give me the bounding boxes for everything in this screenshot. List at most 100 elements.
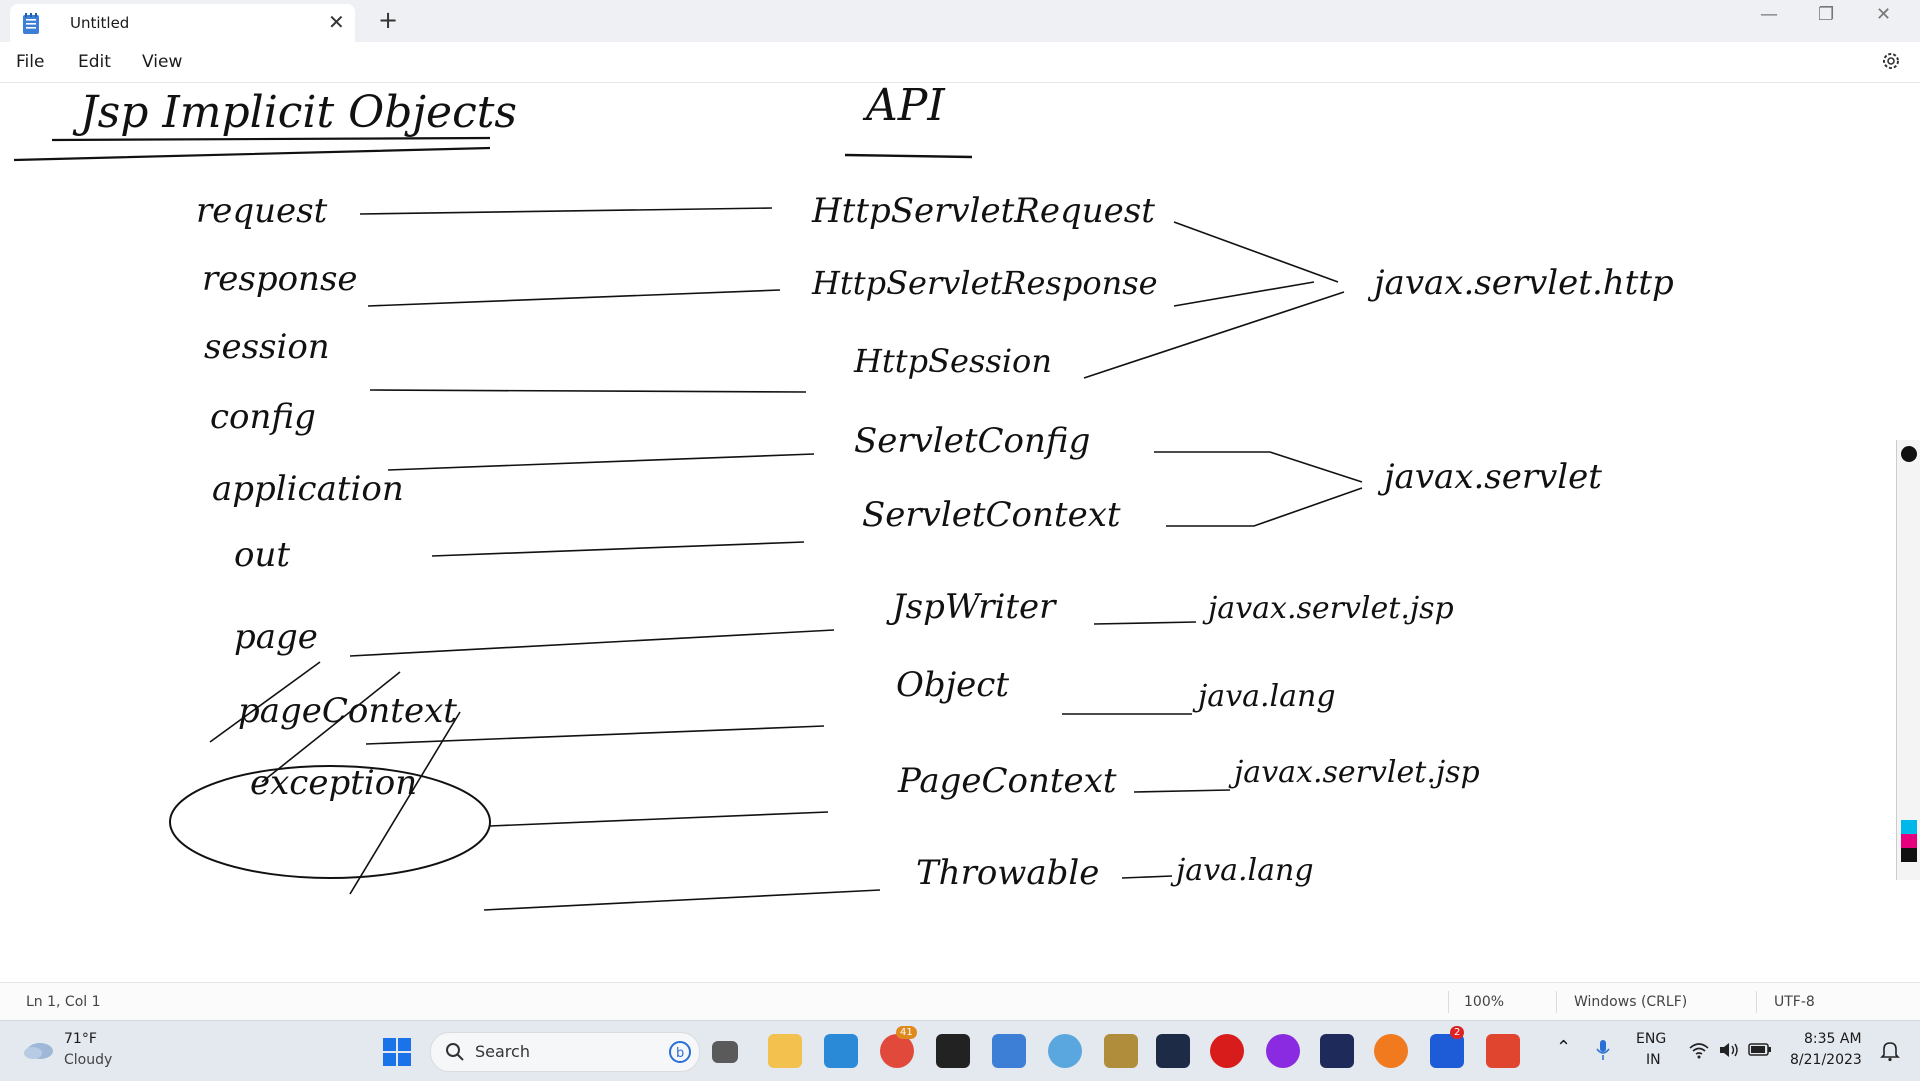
status-separator [1756,991,1757,1013]
close-window-button[interactable]: ✕ [1876,4,1892,25]
title-bar: Untitled ✕ + — ❐ ✕ [0,0,1920,42]
minimize-button[interactable]: — [1760,4,1778,25]
status-bar: Ln 1, Col 1 100% Windows (CRLF) UTF-8 [0,982,1920,1021]
color-black-icon[interactable] [1901,848,1917,862]
line-application [431,541,805,557]
clock-date[interactable]: 8/21/2023 [1790,1052,1862,1068]
settings-icon[interactable] [1880,50,1902,72]
language-top[interactable]: ENG [1636,1031,1667,1047]
notepad-taskbar-icon[interactable] [992,1034,1026,1068]
color-cyan-icon[interactable] [1901,820,1917,834]
taskbar: 71°F Cloudy Search b 41 2 ⌃ ENG IN [0,1020,1920,1081]
line-pagecontext-package [1133,789,1231,793]
notification-icon[interactable] [1880,1040,1900,1062]
drawing-canvas[interactable]: Jsp Implicit Objects API request respons… [0,82,1920,982]
tab-title: Untitled [70,14,130,32]
mail-icon[interactable]: 2 [1430,1026,1465,1068]
api-jspwriter: JspWriter [886,587,1057,627]
object-page: page [234,617,318,657]
paint-icon[interactable] [1048,1034,1082,1068]
line-response [367,289,781,307]
cursor-position: Ln 1, Col 1 [26,994,101,1010]
tool-icon[interactable] [1104,1034,1138,1068]
search-placeholder: Search [475,1042,530,1061]
object-response: response [202,259,358,299]
zoom-level: 100% [1464,994,1505,1010]
color-magenta-icon[interactable] [1901,834,1917,848]
battery-icon[interactable] [1748,1041,1772,1057]
line-config [387,453,815,471]
package-java-lang-object: java.lang [1192,679,1336,714]
new-tab-button[interactable]: + [378,6,399,34]
object-application: application [212,469,404,509]
pen-tool-icon[interactable] [1901,446,1917,462]
object-request: request [196,191,328,231]
heading-api-underline [844,153,973,159]
menu-file[interactable]: File [16,52,45,72]
weather-temperature[interactable]: 71°F [64,1031,97,1047]
bird-icon[interactable] [1320,1034,1354,1068]
line-exception [483,889,881,911]
line-throwable-package [1121,875,1173,879]
chrome-icon[interactable]: 41 [880,1026,917,1068]
vscode-icon[interactable] [824,1034,858,1068]
object-pagecontext: pageContext [238,691,457,731]
taskbar-search[interactable]: Search b [430,1032,700,1072]
close-tab-button[interactable]: ✕ [328,10,345,34]
api-pagecontext: PageContext [897,761,1117,801]
vpn-icon[interactable] [1266,1034,1300,1068]
windows-start-icon[interactable] [382,1037,412,1067]
clock-time[interactable]: 8:35 AM [1804,1031,1862,1047]
api-httpservletrequest: HttpServletRequest [811,191,1155,231]
wifi-icon[interactable] [1688,1041,1710,1059]
package-javax-servlet-jsp-writer: javax.servlet.jsp [1202,591,1454,626]
opera-icon[interactable] [1210,1034,1244,1068]
notepad-icon [23,13,39,34]
menu-bar: File Edit View [0,42,1920,83]
api-object: Object [896,665,1009,705]
svg-text:b: b [676,1046,684,1061]
package-javax-servlet-jsp-pagecontext: javax.servlet.jsp [1228,755,1480,790]
file-explorer-icon[interactable] [768,1034,802,1068]
mysql-icon[interactable] [1156,1034,1190,1068]
document-tab[interactable]: Untitled ✕ [10,4,355,42]
maximize-button[interactable]: ❐ [1818,4,1835,25]
line-out [349,629,835,657]
microphone-icon[interactable] [1596,1039,1610,1061]
api-servletcontext: ServletContext [862,495,1121,535]
brace-http [1083,221,1345,379]
api-httpsession: HttpSession [853,342,1052,380]
language-bottom[interactable]: IN [1646,1052,1661,1068]
package-javax-servlet-http: javax.servlet.http [1367,263,1674,303]
status-separator [1556,991,1557,1013]
status-separator [1448,991,1449,1013]
api-throwable: Throwable [916,853,1099,893]
firefox-icon[interactable] [1374,1034,1408,1068]
line-session [369,389,807,393]
app-icon[interactable] [1486,1034,1520,1068]
chrome-badge: 41 [896,1026,917,1039]
terminal-icon[interactable] [936,1034,970,1068]
heading-api: API [862,82,946,131]
heading-jsp-implicit-objects: Jsp Implicit Objects [72,87,517,138]
exception-circle-annotation [169,661,491,895]
chevron-up-icon[interactable]: ⌃ [1556,1037,1572,1058]
package-javax-servlet: javax.servlet [1377,457,1602,497]
bing-icon[interactable]: b [669,1041,691,1063]
object-out: out [234,535,290,575]
line-pagecontext [489,811,829,827]
mail-badge: 2 [1450,1026,1465,1039]
line-jspwriter-package [1093,621,1197,625]
weather-icon[interactable] [20,1035,56,1063]
search-icon [446,1043,464,1061]
brace-servlet [1154,451,1363,527]
volume-icon[interactable] [1718,1041,1740,1059]
line-request [359,207,773,215]
api-servletconfig: ServletConfig [854,421,1090,461]
menu-edit[interactable]: Edit [78,52,111,72]
encoding: UTF-8 [1774,994,1815,1010]
menu-view[interactable]: View [142,52,183,72]
weather-description[interactable]: Cloudy [64,1052,113,1068]
pen-toolbar[interactable] [1896,440,1920,880]
task-view-icon[interactable] [712,1041,738,1063]
